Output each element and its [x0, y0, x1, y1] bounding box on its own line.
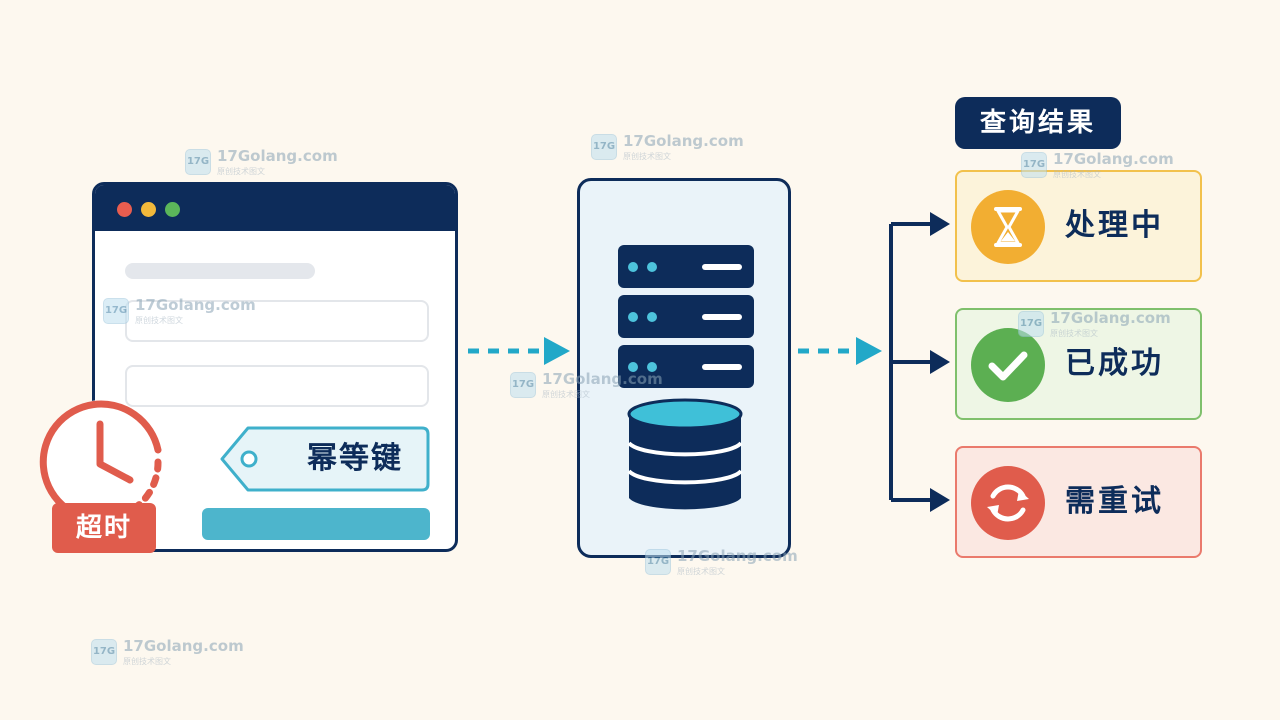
idempotency-key-tag [220, 426, 430, 492]
branch-connector [889, 222, 934, 502]
watermark: 17G 17Golang.com 原创技术图文 [1021, 150, 1174, 184]
watermark: 17G 17Golang.com 原创技术图文 [103, 296, 256, 330]
arrow-right-icon [930, 488, 950, 512]
status-card-success: 已成功 [955, 308, 1202, 420]
watermark-text: 17Golang.com [217, 147, 338, 165]
status-card-processing: 处理中 [955, 170, 1202, 282]
form-input-field [125, 365, 429, 407]
status-card-retry: 需重试 [955, 446, 1202, 558]
watermark-logo-icon: 17G [645, 549, 671, 575]
watermark-text: 17Golang.com [677, 547, 798, 565]
watermark: 17G 17Golang.com 原创技术图文 [1018, 309, 1171, 343]
watermark-subtext: 原创技术图文 [135, 316, 183, 325]
timeout-badge: 超时 [52, 503, 156, 553]
watermark-logo-icon: 17G [185, 149, 211, 175]
arrow-right-icon [798, 337, 882, 365]
query-result-title: 查询结果 [955, 97, 1121, 149]
watermark-subtext: 原创技术图文 [217, 167, 265, 176]
watermark-logo-icon: 17G [103, 298, 129, 324]
submit-button-bar [202, 508, 430, 540]
arrow-right-icon [930, 350, 950, 374]
status-label-retry: 需重试 [1065, 484, 1164, 519]
watermark-text: 17Golang.com [623, 132, 744, 150]
browser-title-bar [95, 185, 455, 231]
refresh-icon [971, 466, 1045, 540]
watermark-logo-icon: 17G [91, 639, 117, 665]
hourglass-icon [971, 190, 1045, 264]
watermark: 17G 17Golang.com 原创技术图文 [591, 132, 744, 166]
watermark-subtext: 原创技术图文 [123, 657, 171, 666]
watermark-logo-icon: 17G [1018, 311, 1044, 337]
watermark-text: 17Golang.com [1053, 150, 1174, 168]
watermark: 17G 17Golang.com 原创技术图文 [645, 547, 798, 581]
server-database-illustration [618, 245, 754, 510]
arrow-right-icon [930, 212, 950, 236]
placeholder-text-line [125, 263, 315, 279]
server-rack-icon [618, 245, 754, 388]
watermark-logo-icon: 17G [1021, 152, 1047, 178]
database-icon [627, 398, 743, 510]
status-label-processing: 处理中 [1065, 208, 1164, 243]
watermark-text: 17Golang.com [1050, 309, 1171, 327]
watermark-text: 17Golang.com [123, 637, 244, 655]
arrow-right-icon [468, 337, 570, 365]
minimize-window-dot [141, 202, 156, 217]
watermark-subtext: 原创技术图文 [1053, 170, 1101, 179]
watermark-subtext: 原创技术图文 [677, 567, 725, 576]
tag-hole-icon [240, 450, 258, 468]
watermark-logo-icon: 17G [510, 372, 536, 398]
watermark: 17G 17Golang.com 原创技术图文 [510, 370, 663, 404]
close-window-dot [117, 202, 132, 217]
watermark-subtext: 原创技术图文 [623, 152, 671, 161]
checkmark-icon [971, 328, 1045, 402]
watermark-subtext: 原创技术图文 [542, 390, 590, 399]
watermark-text: 17Golang.com [542, 370, 663, 388]
watermark: 17G 17Golang.com 原创技术图文 [91, 637, 244, 671]
maximize-window-dot [165, 202, 180, 217]
watermark-logo-icon: 17G [591, 134, 617, 160]
form-input-field [125, 300, 429, 342]
watermark-subtext: 原创技术图文 [1050, 329, 1098, 338]
watermark-text: 17Golang.com [135, 296, 256, 314]
status-label-success: 已成功 [1065, 346, 1164, 381]
watermark: 17G 17Golang.com 原创技术图文 [185, 147, 338, 181]
idempotency-key-label: 幂等键 [307, 441, 403, 476]
